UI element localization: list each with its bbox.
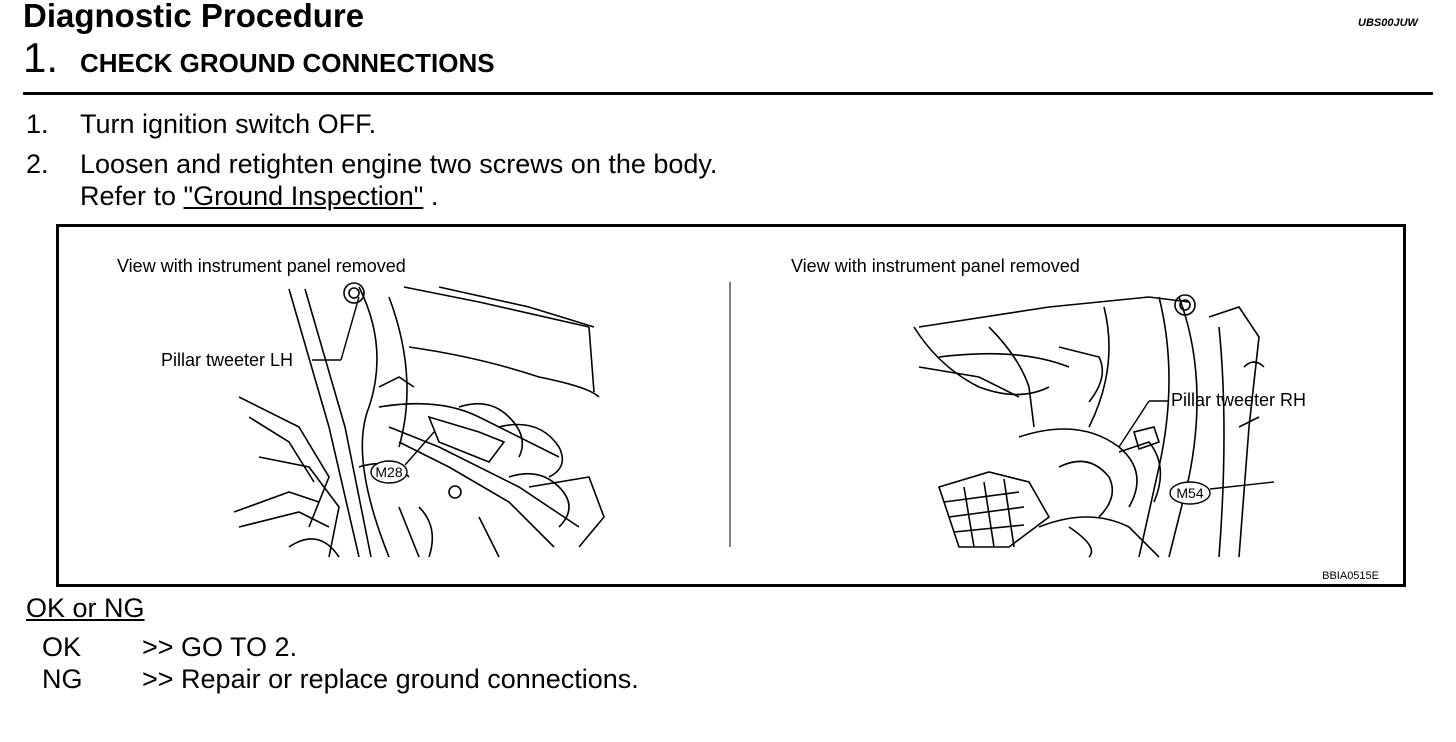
lh-leader-line-2 (340, 296, 360, 361)
m28-connector-label: M28 (375, 464, 402, 480)
right-vehicle-illustration (913, 294, 1265, 558)
figure-box: View with instrument panel removed View … (56, 224, 1406, 587)
m54-leader-line (1209, 481, 1275, 490)
result-ok-action: >> GO TO 2. (142, 632, 298, 662)
reference-suffix: . (423, 181, 439, 211)
result-ng-action: >> Repair or replace ground connections. (142, 664, 639, 694)
instruction-1-number: 1. (26, 109, 49, 139)
document-id: UBS00JUW (1358, 17, 1418, 29)
instruction-1-text: Turn ignition switch OFF. (80, 109, 377, 139)
m28-leader-line (404, 431, 435, 466)
reference-prefix: Refer to (80, 181, 184, 211)
diagnostic-figure: View with instrument panel removed View … (117, 256, 1379, 582)
m54-bubble (1169, 481, 1211, 505)
instruction-2-reference: Refer to "Ground Inspection" . (80, 180, 438, 212)
header-rule (23, 92, 1433, 95)
pillar-tweeter-rh-label: Pillar tweeter RH (1171, 390, 1306, 410)
page-title: Diagnostic Procedure (23, 0, 365, 34)
ground-inspection-link[interactable]: "Ground Inspection" (183, 181, 424, 211)
result-heading: OK or NG (26, 593, 145, 623)
step-title: CHECK GROUND CONNECTIONS (80, 48, 495, 78)
figure-id: BBIA0515E (1322, 570, 1379, 582)
result-ok-status: OK (42, 632, 82, 662)
step-number: 1. (23, 34, 59, 81)
instruction-2-number: 2. (26, 149, 49, 179)
left-vehicle-illustration (233, 282, 605, 558)
result-ng-status: NG (42, 664, 83, 694)
m28-bubble (370, 460, 408, 484)
m54-connector-label: M54 (1176, 485, 1203, 501)
instruction-2-text: Loosen and retighten engine two screws o… (80, 149, 718, 179)
rh-leader-line-2 (1118, 400, 1150, 448)
right-view-caption: View with instrument panel removed (791, 256, 1080, 276)
left-view-caption: View with instrument panel removed (117, 256, 406, 276)
pillar-tweeter-lh-label: Pillar tweeter LH (161, 350, 293, 370)
